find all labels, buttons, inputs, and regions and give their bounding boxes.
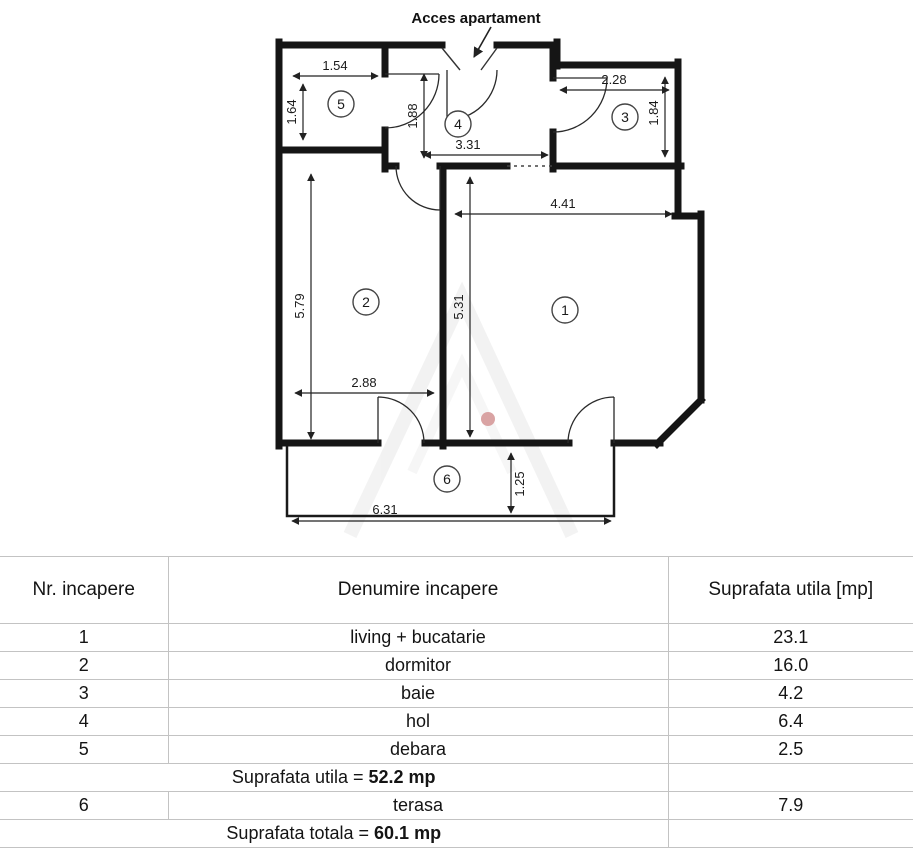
dimension-label: 2.88 — [351, 375, 376, 390]
dimension-label: 1.54 — [322, 58, 347, 73]
room-markers: 1 2 3 4 5 6 — [327, 90, 639, 493]
svg-text:3: 3 — [621, 109, 629, 125]
table-row: 3 baie 4.2 — [0, 679, 913, 708]
room-number-cell: 2 — [0, 651, 169, 680]
dimension-label: 1.88 — [405, 103, 420, 128]
entrance-reveal — [441, 47, 498, 71]
header-nr: Nr. incapere — [0, 556, 169, 624]
room-area-cell: 2.5 — [667, 735, 913, 764]
header-name: Denumire incapere — [168, 556, 668, 624]
table-row: 1 living + bucatarie 23.1 — [0, 623, 913, 652]
room-name-cell: dormitor — [168, 651, 668, 680]
subtotal-cell: Suprafata utila = 52.2 mp — [0, 763, 668, 792]
total-value: 60.1 mp — [374, 823, 442, 843]
table-row: 2 dormitor 16.0 — [0, 651, 913, 680]
table-row: 4 hol 6.4 — [0, 707, 913, 736]
watermark-dot — [481, 412, 495, 426]
total-row: Suprafata totala = 60.1 mp — [0, 819, 913, 848]
room-number-cell: 3 — [0, 679, 169, 708]
room-area-cell: 7.9 — [667, 791, 913, 820]
room-marker-5: 5 — [327, 90, 355, 118]
svg-text:1: 1 — [561, 302, 569, 318]
floorplan-drawing: Acces apartament — [275, 10, 706, 538]
living-terrace-door-arc — [567, 396, 615, 444]
room-area-cell: 6.4 — [667, 707, 913, 736]
access-label: Acces apartament — [411, 10, 540, 27]
room-name-cell: debara — [168, 735, 668, 764]
room-name-cell: hol — [168, 707, 668, 736]
subtotal-label: Suprafata utila = — [231, 767, 369, 787]
terrace-walls — [285, 446, 616, 518]
room-marker-2: 2 — [352, 288, 380, 316]
svg-text:5: 5 — [337, 96, 345, 112]
baie-door-arc — [552, 77, 608, 133]
areas-table: Nr. incapere Denumire incapere Suprafata… — [0, 556, 913, 848]
dimension-labels: 1.54 1.64 1.88 3.31 2.28 1.84 4.41 5.31 … — [284, 58, 661, 517]
room-marker-1: 1 — [551, 296, 579, 324]
dormitor-door-arc — [395, 165, 441, 211]
room-number-cell: 5 — [0, 735, 169, 764]
table-header-row: Nr. incapere Denumire incapere Suprafata… — [0, 556, 913, 624]
dimension-label: 5.31 — [451, 294, 466, 319]
header-area: Suprafata utila [mp] — [667, 556, 913, 624]
room-area-cell: 16.0 — [667, 651, 913, 680]
subtotal-value: 52.2 mp — [368, 767, 436, 787]
room-number-cell: 4 — [0, 707, 169, 736]
room-marker-6: 6 — [433, 465, 461, 493]
empty-cell — [667, 763, 913, 792]
table-row: 5 debara 2.5 — [0, 735, 913, 764]
dimension-label: 1.25 — [512, 471, 527, 496]
room-marker-3: 3 — [611, 103, 639, 131]
watermark — [343, 281, 579, 538]
room-area-cell: 23.1 — [667, 623, 913, 652]
svg-text:4: 4 — [454, 116, 462, 132]
dimension-label: 6.31 — [372, 502, 397, 517]
total-label: Suprafata totala = — [226, 823, 375, 843]
dimension-label: 4.41 — [550, 196, 575, 211]
dimension-label: 3.31 — [455, 137, 480, 152]
dormitor-terrace-door-arc — [377, 396, 425, 444]
table-row: 6 terasa 7.9 — [0, 791, 913, 820]
subtotal-row: Suprafata utila = 52.2 mp — [0, 763, 913, 792]
dimension-lines — [291, 72, 673, 525]
svg-text:6: 6 — [443, 471, 451, 487]
dimension-label: 1.64 — [284, 99, 299, 124]
access-arrow-icon — [473, 26, 492, 58]
room-name-cell: baie — [168, 679, 668, 708]
room-marker-4: 4 — [444, 110, 472, 138]
room-area-cell: 4.2 — [667, 679, 913, 708]
dimension-label: 2.28 — [601, 72, 626, 87]
room-name-cell: terasa — [168, 791, 668, 820]
room-number-cell: 6 — [0, 791, 169, 820]
walls — [275, 38, 706, 450]
room-name-cell: living + bucatarie — [168, 623, 668, 652]
door-arcs — [377, 69, 615, 444]
room-number-cell: 1 — [0, 623, 169, 652]
svg-text:2: 2 — [362, 294, 370, 310]
total-cell: Suprafata totala = 60.1 mp — [0, 819, 668, 848]
dimension-label: 1.84 — [646, 100, 661, 125]
empty-cell — [667, 819, 913, 848]
dimension-label: 5.79 — [292, 293, 307, 318]
